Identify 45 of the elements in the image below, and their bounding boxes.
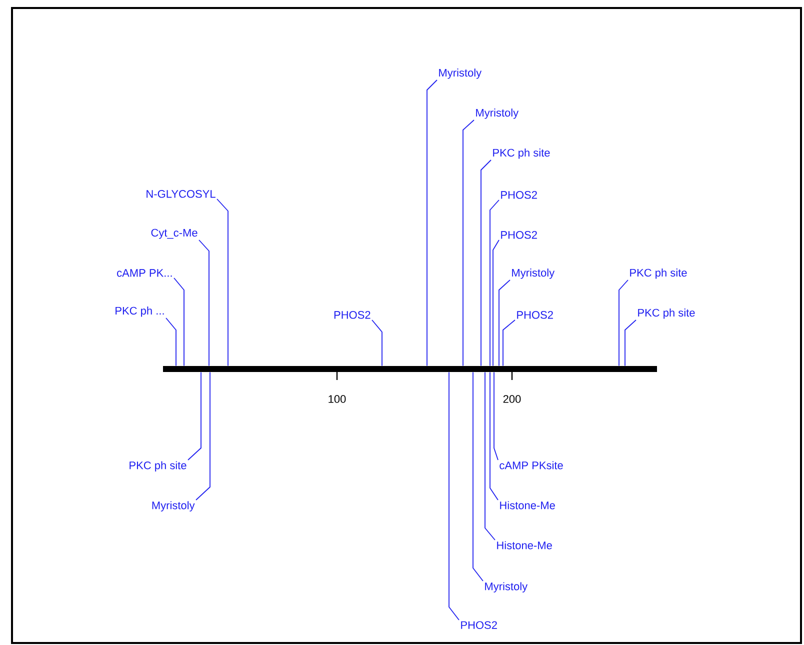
site-label: PKC ph site	[493, 148, 550, 159]
site-label: Cyt_c-Me	[151, 228, 198, 239]
site-label: Histone-Me	[497, 541, 552, 550]
leader-line	[372, 320, 382, 366]
site-label: N-GLYCOSYL	[146, 190, 216, 198]
leader-line	[502, 320, 516, 366]
tick-label: 200	[503, 395, 521, 403]
leader-line	[188, 372, 202, 460]
site-label: PKC ph site	[130, 461, 186, 472]
leader-line	[492, 240, 500, 366]
site-label: cAMP PKsite	[500, 461, 563, 470]
site-label: Myristoly	[485, 582, 528, 592]
leader-line	[166, 318, 176, 366]
site-label: PKC ph site	[630, 268, 687, 279]
site-label: PHOS2	[501, 231, 537, 239]
leader-line	[196, 372, 210, 500]
sequence-axis	[163, 366, 657, 372]
leader-line	[490, 372, 498, 500]
site-label: Myristoly	[476, 108, 519, 119]
leader-line	[448, 372, 460, 620]
leader-line	[494, 372, 498, 460]
leader-line	[480, 160, 492, 366]
site-label: PKC ph ...	[116, 306, 164, 317]
site-label: Histone-Me	[500, 501, 555, 510]
leader-line	[490, 200, 500, 366]
site-label: PHOS2	[334, 311, 370, 319]
leader-line	[174, 278, 184, 366]
leader-line	[618, 280, 628, 366]
site-label: PHOS2	[461, 621, 497, 629]
leader-line	[624, 320, 636, 366]
leader-line	[498, 280, 510, 366]
site-label: Myristoly	[512, 268, 555, 279]
site-label: PKC ph site	[638, 308, 695, 319]
leader-line	[198, 240, 210, 366]
site-label: Myristoly	[152, 501, 195, 512]
site-label: cAMP PK...	[117, 269, 172, 277]
site-label: PHOS2	[501, 191, 537, 199]
leader-line	[426, 80, 438, 366]
leader-line	[216, 198, 228, 366]
site-label: Myristoly	[439, 68, 482, 79]
leader-line	[462, 120, 474, 366]
tick-label: 100	[328, 395, 346, 403]
leader-line	[484, 372, 496, 540]
leader-line	[472, 372, 484, 582]
site-label: PHOS2	[517, 311, 553, 319]
